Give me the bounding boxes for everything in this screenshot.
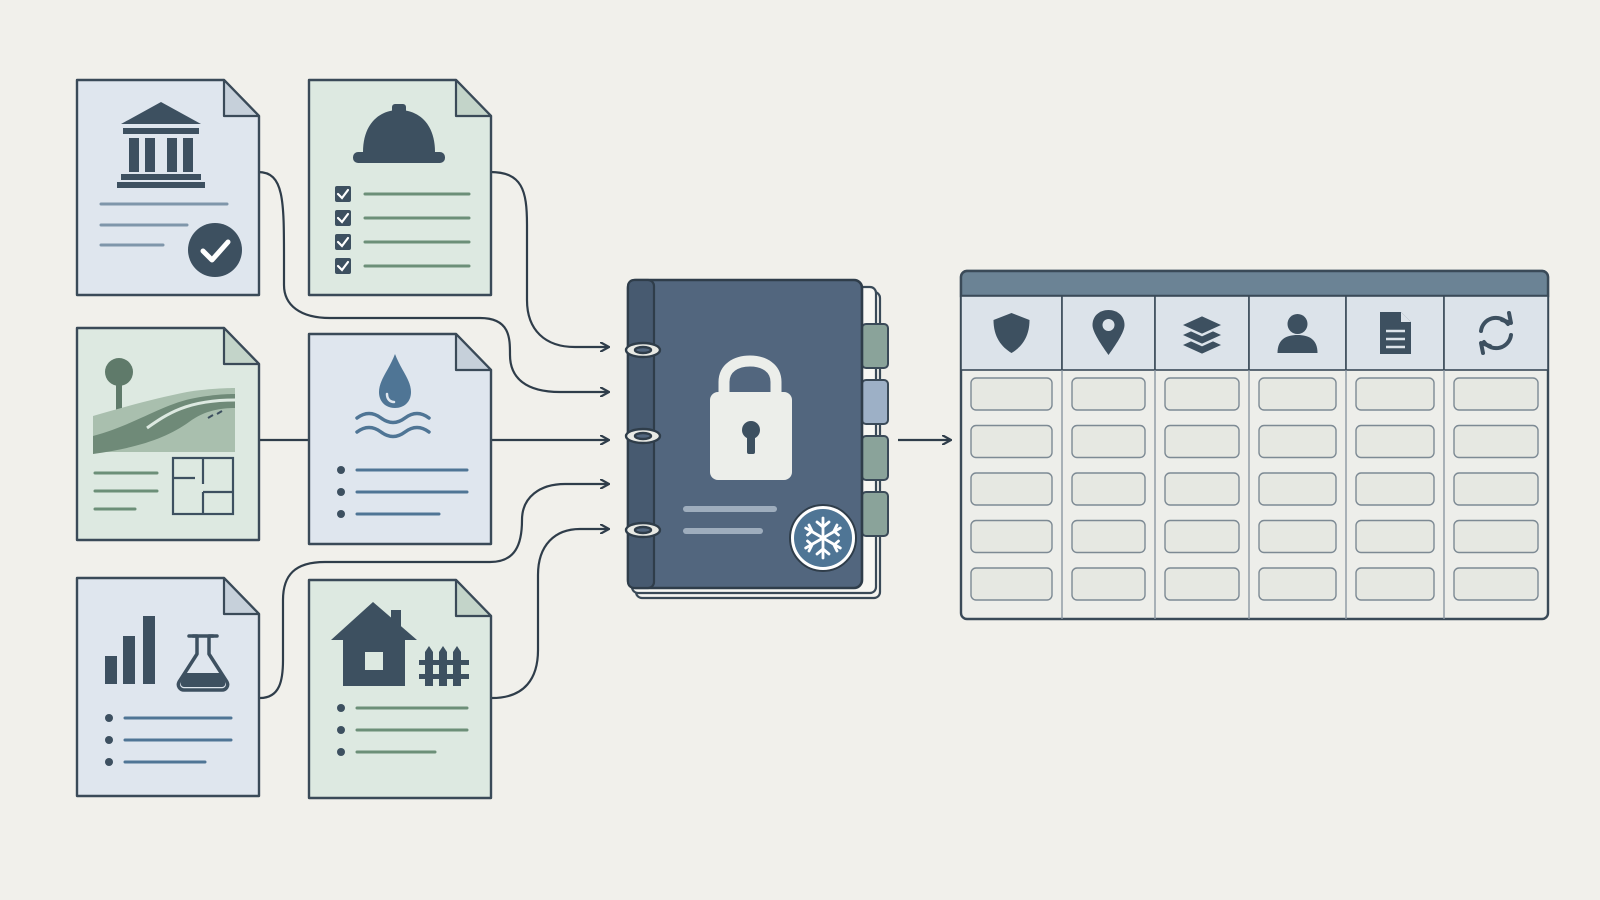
- connector-house: [491, 529, 608, 700]
- table-cell: [1355, 519, 1435, 554]
- binder-ring: [624, 427, 662, 445]
- page-fold: [454, 78, 493, 118]
- table-cell: [1164, 519, 1240, 554]
- table-cell: [1164, 472, 1240, 506]
- table-cell: [1071, 567, 1146, 601]
- page-fold: [222, 326, 261, 366]
- table-cell: [1453, 567, 1539, 601]
- checkbox-icon: [335, 234, 351, 250]
- table-header-cell: [1248, 295, 1347, 371]
- house-fence-icon: [331, 602, 469, 686]
- table-cell: [970, 472, 1053, 506]
- table-cell: [1071, 519, 1146, 554]
- water-drop-icon: [355, 354, 431, 439]
- flask-icon: [176, 634, 230, 692]
- binder-tab: [861, 491, 889, 537]
- table-cell: [1258, 567, 1337, 601]
- table-cell: [1071, 424, 1146, 459]
- connector-chart: [259, 484, 608, 700]
- document-water: [307, 332, 493, 546]
- connector-hardhat: [489, 170, 608, 347]
- bullet-list: [337, 704, 469, 756]
- checkbox-icon: [335, 186, 351, 202]
- table-cell: [1453, 472, 1539, 506]
- bar-chart-flask-icon: [105, 616, 230, 692]
- connectors: [257, 170, 950, 700]
- document-hard-hat: [307, 78, 493, 297]
- table-cell: [970, 424, 1053, 459]
- cover-label-lines: [683, 506, 777, 534]
- binder-tab: [861, 323, 889, 369]
- table-cells: [970, 377, 1539, 601]
- document-landscape: [75, 326, 261, 542]
- table-cell: [1164, 567, 1240, 601]
- table-cell: [1355, 377, 1435, 411]
- table-cell: [1355, 567, 1435, 601]
- table-cell: [1071, 377, 1146, 411]
- checkbox-icon: [335, 258, 351, 274]
- table-cell: [1355, 472, 1435, 506]
- text-lines: [93, 471, 159, 511]
- table-cell: [1071, 472, 1146, 506]
- binder-rings: [624, 341, 662, 539]
- text-lines: [99, 202, 229, 247]
- binder-tabs: [861, 323, 889, 537]
- table-cell: [970, 377, 1053, 411]
- refresh-icon: [1479, 311, 1513, 355]
- table-cell: [1355, 424, 1435, 459]
- page-fold: [454, 578, 493, 618]
- page-fold: [222, 576, 261, 616]
- binder-ring: [624, 521, 662, 539]
- house-icon: [331, 602, 417, 686]
- binder-ring: [624, 341, 662, 359]
- table-columns: [960, 295, 1549, 619]
- hard-hat-icon: [353, 104, 445, 163]
- table-header-cell: [1443, 295, 1549, 371]
- table-cell: [1453, 377, 1539, 411]
- table-title-bar: [959, 269, 1550, 298]
- table-cell: [1258, 424, 1337, 459]
- bank-icon: [117, 102, 205, 188]
- location-pin-icon: [1092, 310, 1125, 355]
- table-cell: [1164, 377, 1240, 411]
- table-cell: [1164, 424, 1240, 459]
- document-icon: [1380, 312, 1411, 354]
- table-cell: [970, 567, 1053, 601]
- output-table: [959, 269, 1550, 621]
- connector-bank: [257, 170, 608, 392]
- floor-plan-icon: [171, 456, 235, 516]
- padlock-icon: [710, 355, 792, 480]
- document-chart-flask: [75, 576, 261, 798]
- table-cell: [1258, 472, 1337, 506]
- check-badge-icon: [188, 223, 242, 277]
- shield-icon: [993, 313, 1030, 353]
- table-cell: [1453, 424, 1539, 459]
- table-cell: [970, 519, 1053, 554]
- checkbox-icon: [335, 210, 351, 226]
- document-bank: [75, 78, 261, 297]
- person-icon: [1277, 314, 1318, 353]
- page-fold: [454, 332, 493, 372]
- bar-chart-icon: [105, 616, 155, 684]
- fence-icon: [419, 646, 469, 686]
- snowflake-icon: [789, 504, 857, 572]
- binder-tab: [861, 435, 889, 481]
- bullet-list: [337, 466, 469, 518]
- checklist: [335, 186, 471, 274]
- table-cell: [1453, 519, 1539, 554]
- page-fold: [222, 78, 261, 118]
- document-house: [307, 578, 493, 800]
- binder-tab: [861, 379, 889, 425]
- table-cell: [1258, 377, 1337, 411]
- layers-icon: [1178, 313, 1226, 357]
- table-cell: [1258, 519, 1337, 554]
- locked-binder: [624, 278, 889, 600]
- tree-icon: [105, 358, 133, 412]
- landscape-site-plan-icon: [93, 358, 236, 516]
- bullet-list: [105, 714, 233, 766]
